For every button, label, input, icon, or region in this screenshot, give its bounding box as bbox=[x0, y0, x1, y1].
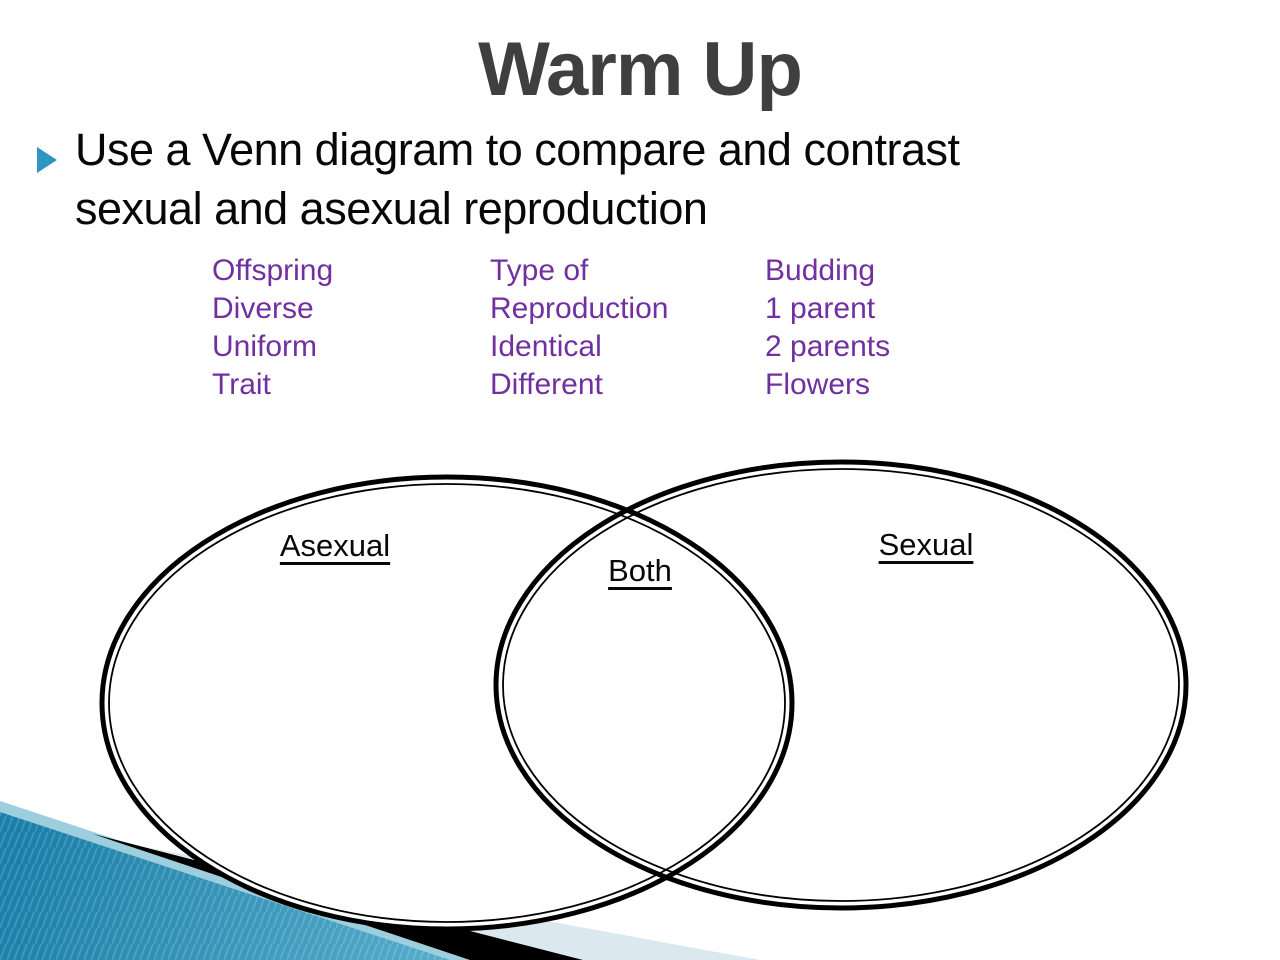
bullet-arrow-icon bbox=[37, 147, 57, 173]
word-bank-column-1: Offspring Diverse Uniform Trait bbox=[212, 252, 333, 404]
venn-left-ellipse-outer-stroke bbox=[99, 474, 795, 932]
word-bank-item: Trait bbox=[212, 368, 271, 401]
word-bank-item: Offspring bbox=[212, 254, 334, 287]
slide-title: Warm Up bbox=[478, 27, 803, 112]
venn-left-set-label: Asexual bbox=[279, 528, 391, 563]
venn-right-ellipse-inner-stroke bbox=[502, 468, 1180, 902]
word-bank-item: Reproduction bbox=[490, 292, 669, 325]
venn-right-ellipse-fill bbox=[496, 462, 1186, 908]
bullet-text-line1: Use a Venn diagram to compare and contra… bbox=[75, 124, 960, 175]
word-bank-item: Budding bbox=[765, 254, 876, 287]
word-bank-item: 2 parents bbox=[765, 330, 891, 363]
teal-wedge-stripes bbox=[0, 812, 450, 960]
word-bank-item: Type of bbox=[490, 254, 589, 287]
venn-diagram bbox=[99, 459, 1189, 932]
word-bank-item: Flowers bbox=[765, 368, 871, 401]
word-bank-item: Diverse bbox=[212, 292, 314, 325]
word-bank-column-3: Budding 1 parent 2 parents Flowers bbox=[765, 252, 890, 404]
bullet-text: Use a Venn diagram to compare and contra… bbox=[75, 120, 1185, 238]
venn-left-ellipse-inner-stroke bbox=[108, 483, 786, 923]
word-bank-column-2: Type of Reproduction Identical Different bbox=[490, 252, 668, 404]
venn-right-set-label: Sexual bbox=[878, 527, 974, 562]
word-bank-item: 1 parent bbox=[765, 292, 876, 325]
word-bank-item: Different bbox=[490, 368, 603, 401]
word-bank-item: Identical bbox=[490, 330, 602, 363]
bullet-text-line2: sexual and asexual reproduction bbox=[75, 183, 708, 234]
venn-right-ellipse-outer-stroke bbox=[493, 459, 1189, 911]
word-bank-item: Uniform bbox=[212, 330, 318, 363]
venn-intersection-label: Both bbox=[608, 553, 672, 588]
